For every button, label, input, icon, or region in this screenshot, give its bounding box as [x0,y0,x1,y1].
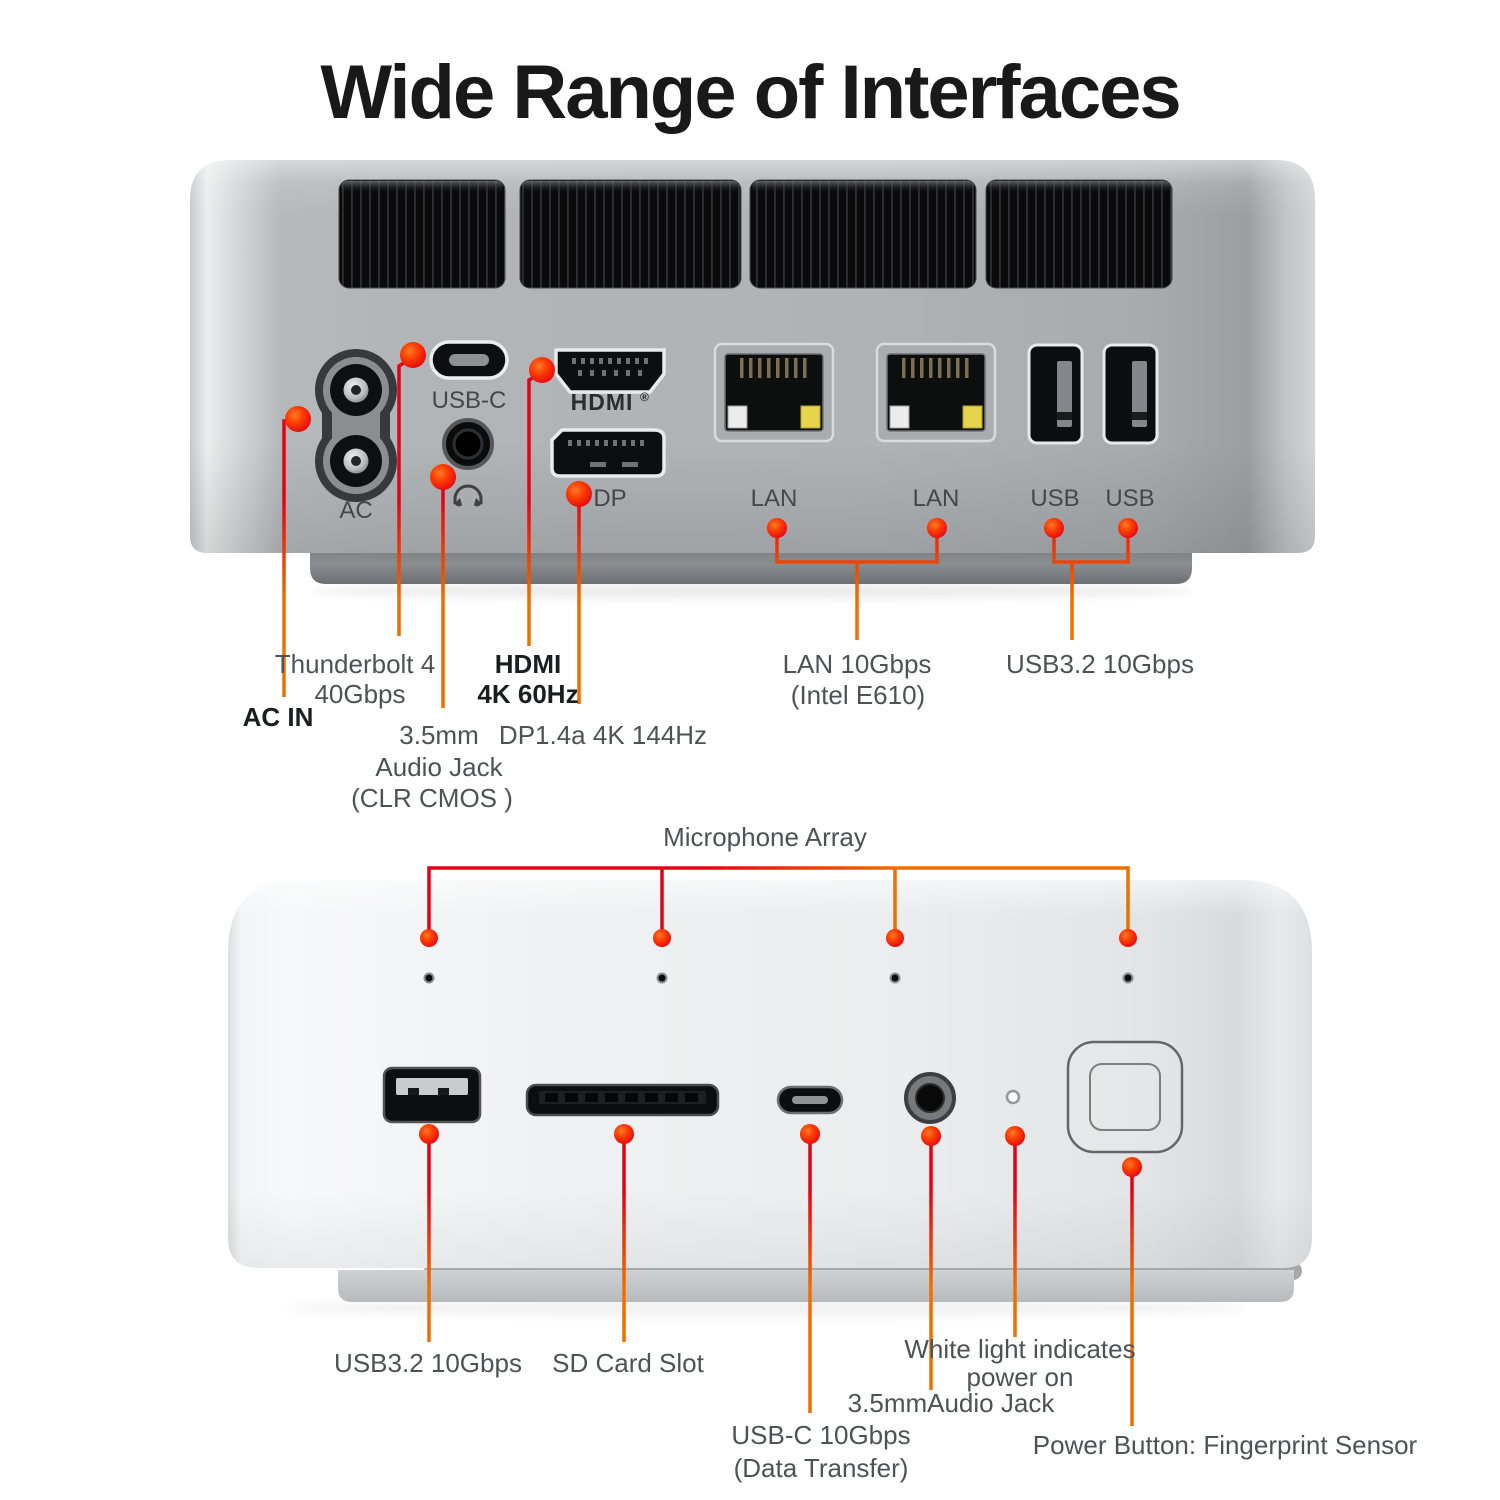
label-sd-card: SD Card Slot [552,1348,704,1378]
callout-dot-usb-front [419,1124,439,1144]
usb-c-port-label: USB-C [432,387,507,414]
lan-port-right [875,342,997,443]
label-power-button: Power Button: Fingerprint Sensor [1033,1430,1418,1460]
callout-dot-dp [566,481,592,507]
vent-grille [985,179,1173,289]
callout-dot-audio-jack [430,464,456,490]
label-audio-front: 3.5mmAudio Jack [848,1388,1056,1418]
label-hdmi-title: HDMI [495,649,561,679]
lan-port-left [713,342,835,443]
hdmi-registered-mark: ® [640,390,649,404]
vent-grille [338,179,506,289]
callout-line-usb [1052,530,1130,640]
label-thunderbolt-spec: 40Gbps [314,679,405,709]
label-usb-spec-back: USB3.2 10Gbps [1006,649,1194,679]
front-device-shading [228,880,1312,1268]
usb-c-port-back [429,340,509,380]
label-lan-chip: (Intel E610) [791,680,925,710]
dp-port [550,428,666,478]
front-callout-dots [419,929,1142,1177]
back-callout-dots [285,342,1138,538]
audio-jack-port-back [442,418,494,470]
callout-line-mic-array [427,866,1130,930]
back-panel-device: AC USB-C [190,160,1315,599]
ac-port-label: AC [339,497,372,524]
usb-a-port-front [382,1066,482,1124]
vent-grille [519,179,742,289]
callout-dot-power [1122,1157,1142,1177]
usb-port-right-label: USB [1105,485,1154,512]
front-callout-labels: Microphone Array USB3.2 10Gbps SD Card S… [334,822,1417,1483]
usb-c-port-front [776,1085,844,1115]
label-led-line1: White light indicates [904,1334,1135,1364]
mic-hole [656,972,668,984]
front-device-stand [338,1270,1294,1302]
usb-a-port-back-right [1102,343,1159,445]
callout-dot-thunderbolt [400,342,426,368]
callout-dot-mic-2 [653,929,671,947]
label-dp-spec: DP1.4a 4K 144Hz [499,720,707,750]
microphone-holes [423,972,1134,984]
callout-dot-audio-front [921,1126,941,1146]
front-callout-lines [427,866,1134,1426]
back-callout-labels: Thunderbolt 4 40Gbps AC IN 3.5mm Audio J… [243,649,1194,813]
usb-port-left-label: USB [1030,485,1079,512]
mic-hole [423,972,435,984]
label-usb-spec-front: USB3.2 10Gbps [334,1348,522,1378]
usb-a-port-back-left [1027,343,1084,445]
sd-card-slot [525,1083,720,1117]
label-usbc-note: (Data Transfer) [734,1453,909,1483]
hdmi-port [554,348,666,394]
headphone-icon [453,484,483,507]
label-audio-size: 3.5mm [399,720,478,750]
callout-dot-mic-4 [1119,929,1137,947]
label-hdmi-spec: 4K 60Hz [477,679,578,709]
callout-line-lan [775,530,939,640]
label-audio-note: (CLR CMOS ) [351,783,513,813]
callout-dot-usb-left [1044,518,1064,538]
front-panel-device [228,880,1312,1317]
back-device-shadow [312,583,1192,599]
power-button-fingerprint [1066,1040,1184,1154]
audio-jack-front [904,1072,956,1124]
lan-port-right-label: LAN [913,485,960,512]
mic-hole [1122,972,1134,984]
callout-dot-lan-right [927,518,947,538]
callout-dot-mic-1 [420,929,438,947]
page-title: Wide Range of Interfaces [320,50,1179,135]
label-usbc-spec: USB-C 10Gbps [731,1420,910,1450]
callout-dot-led [1005,1126,1025,1146]
hdmi-port-label: HDMI [571,389,634,415]
label-lan-spec: LAN 10Gbps [783,649,932,679]
label-mic-array: Microphone Array [663,822,867,852]
dp-port-label: DP [593,485,626,512]
callout-dot-sd [614,1124,634,1144]
vent-grille [749,179,977,289]
callout-dot-ac [285,406,311,432]
power-led [1005,1089,1021,1105]
callout-dot-usb-right [1118,518,1138,538]
callout-dot-lan-left [767,518,787,538]
callout-dot-hdmi [529,357,555,383]
vent-grilles [338,179,1173,289]
label-audio-name: Audio Jack [375,752,503,782]
label-thunderbolt-title: Thunderbolt 4 [275,649,435,679]
lan-port-left-label: LAN [751,485,798,512]
label-led-line2: power on [967,1362,1074,1392]
front-device-shadow [286,1299,1246,1317]
callout-dot-mic-3 [886,929,904,947]
mic-hole [889,972,901,984]
ac-power-port [315,349,397,502]
callout-dot-usbc-front [800,1124,820,1144]
label-ac-in: AC IN [243,702,314,732]
